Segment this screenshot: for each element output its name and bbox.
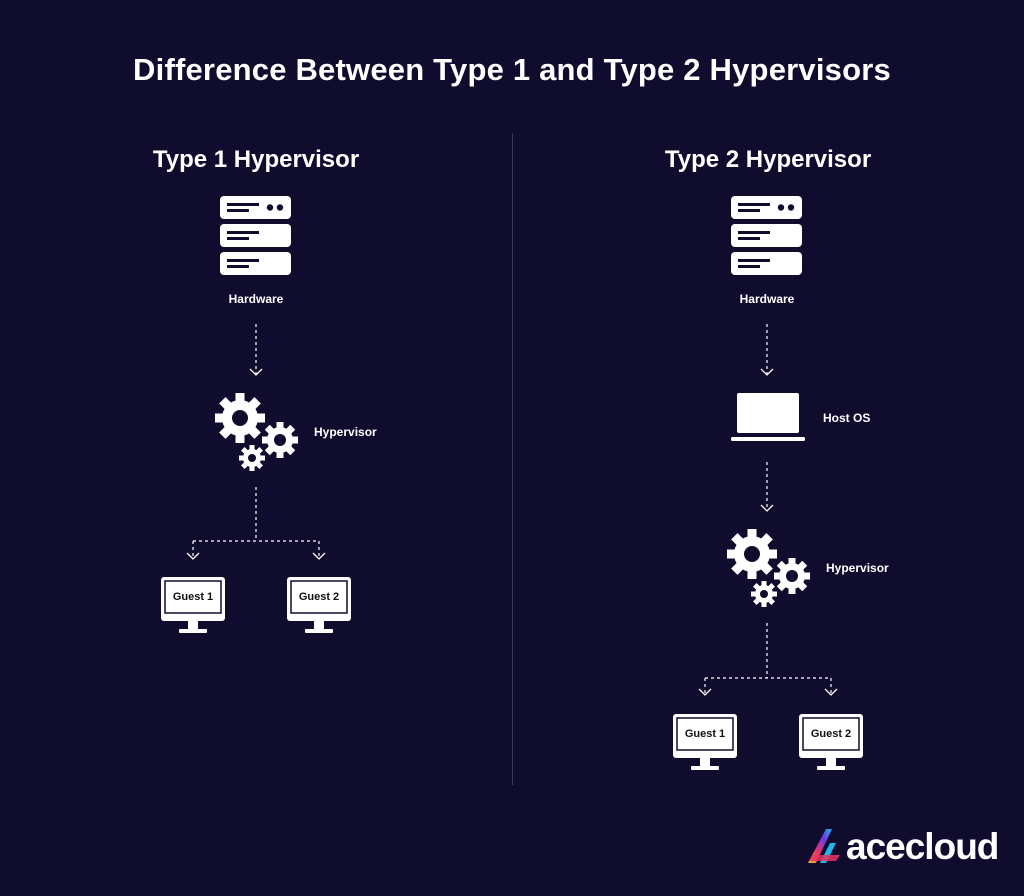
type1-hypervisor-label: Hypervisor — [314, 425, 377, 439]
page-title: Difference Between Type 1 and Type 2 Hyp… — [133, 52, 891, 87]
type2-guest1-monitor-icon — [672, 713, 738, 771]
type2-hypervisor-label: Hypervisor — [826, 561, 889, 575]
type1-guest2-monitor-icon — [286, 576, 352, 634]
type2-guest2-monitor-icon — [798, 713, 864, 771]
type2-heading: Type 2 Hypervisor — [664, 146, 872, 173]
type1-heading: Type 1 Hypervisor — [152, 146, 360, 173]
type2-host-os-label: Host OS — [823, 411, 871, 425]
logo-text: acecloud — [846, 826, 999, 867]
type1-hardware-icon — [220, 196, 291, 275]
type2-laptop-icon — [731, 393, 805, 441]
type1-gear-icon — [215, 393, 298, 471]
column-divider — [512, 133, 513, 785]
type2-hardware-label: Hardware — [739, 292, 795, 306]
type1-guest2-label: Guest 2 — [298, 591, 340, 603]
type2-guest2-label: Guest 2 — [810, 728, 852, 740]
type1-guest1-label: Guest 1 — [172, 591, 214, 603]
ace-logo-mark-icon — [808, 829, 840, 863]
type2-guest1-label: Guest 1 — [684, 728, 726, 740]
type1-hardware-label: Hardware — [228, 292, 284, 306]
type2-hardware-icon — [731, 196, 802, 275]
type1-guest1-monitor-icon — [160, 576, 226, 634]
acecloud-logo: acecloud — [806, 825, 1006, 869]
type2-gear-icon — [727, 529, 810, 607]
